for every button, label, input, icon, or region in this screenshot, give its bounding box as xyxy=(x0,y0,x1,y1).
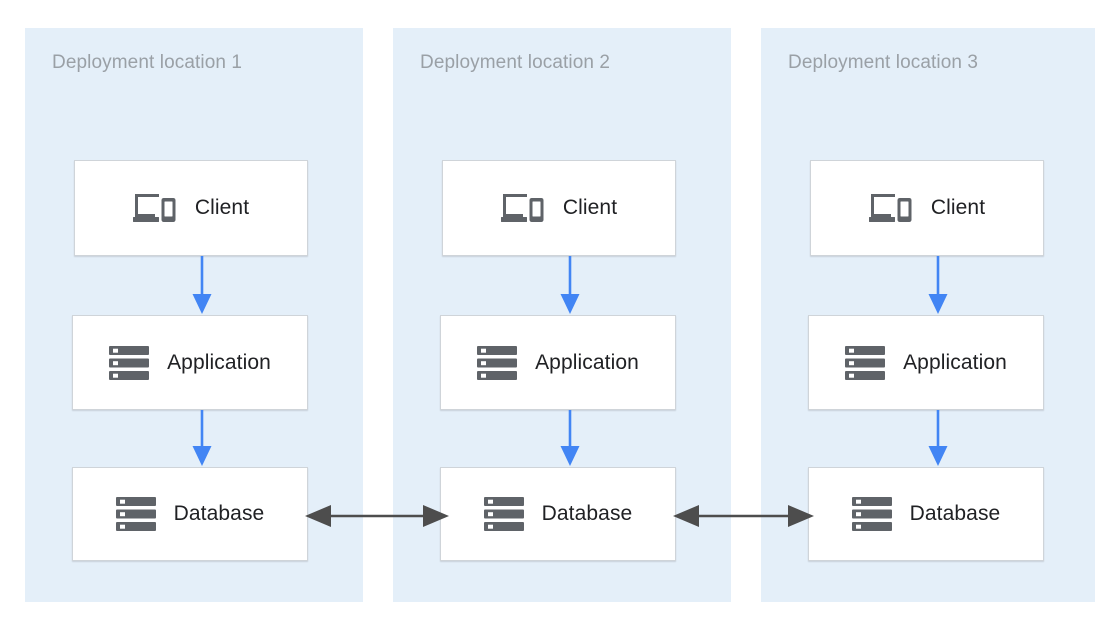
replication-arrow-location1-location2 xyxy=(305,505,449,527)
node-client[interactable]: Client xyxy=(74,160,308,256)
node-label: Database xyxy=(173,502,265,525)
node-label: Application xyxy=(903,350,1007,374)
node-application[interactable]: Application xyxy=(808,315,1044,410)
flow-arrow-application-to-database xyxy=(192,410,212,466)
node-label: Application xyxy=(167,350,271,374)
devices-icon xyxy=(500,194,544,222)
server-icon xyxy=(845,345,886,380)
deployment-location-panel-2: Deployment location 2 Client xyxy=(393,28,731,602)
node-client[interactable]: Client xyxy=(810,160,1044,256)
server-icon xyxy=(483,497,524,531)
node-application[interactable]: Application xyxy=(440,315,676,410)
node-label: Database xyxy=(909,502,1001,525)
flow-arrow-client-to-application xyxy=(560,256,580,314)
node-database[interactable]: Database xyxy=(72,467,308,561)
server-icon xyxy=(115,497,156,531)
flow-arrow-client-to-application xyxy=(192,256,212,314)
server-icon xyxy=(109,345,150,380)
node-label: Application xyxy=(535,350,639,374)
flow-arrow-application-to-database xyxy=(928,410,948,466)
panel-title: Deployment location 1 xyxy=(52,52,243,73)
node-label: Client xyxy=(930,196,986,219)
node-label: Client xyxy=(562,196,618,219)
deployment-location-panel-3: Deployment location 3 Client xyxy=(761,28,1095,602)
flow-arrow-client-to-application xyxy=(928,256,948,314)
panel-title: Deployment location 2 xyxy=(420,52,611,73)
node-label: Client xyxy=(194,196,250,219)
deployment-location-panel-1: Deployment location 1 Client xyxy=(25,28,363,602)
node-application[interactable]: Application xyxy=(72,315,308,410)
replication-arrow-location2-location3 xyxy=(673,505,814,527)
node-database[interactable]: Database xyxy=(440,467,676,561)
devices-icon xyxy=(132,194,176,222)
server-icon xyxy=(477,345,518,380)
flow-arrow-application-to-database xyxy=(560,410,580,466)
panel-title: Deployment location 3 xyxy=(788,52,979,73)
node-client[interactable]: Client xyxy=(442,160,676,256)
devices-icon xyxy=(868,194,912,222)
node-database[interactable]: Database xyxy=(808,467,1044,561)
node-label: Database xyxy=(541,502,633,525)
server-icon xyxy=(851,497,892,531)
